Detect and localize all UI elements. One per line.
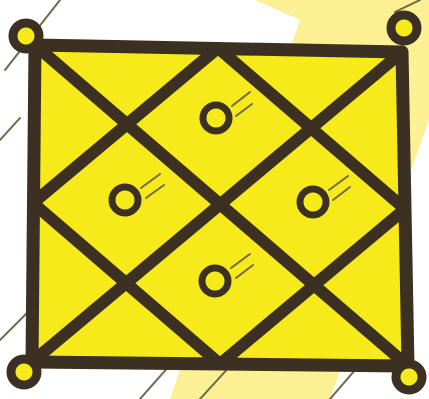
ring-corner-icon [11, 359, 37, 385]
ring-corner-icon [396, 364, 422, 390]
ring-corner-icon [13, 23, 39, 49]
ring-corner-icon [391, 15, 417, 41]
